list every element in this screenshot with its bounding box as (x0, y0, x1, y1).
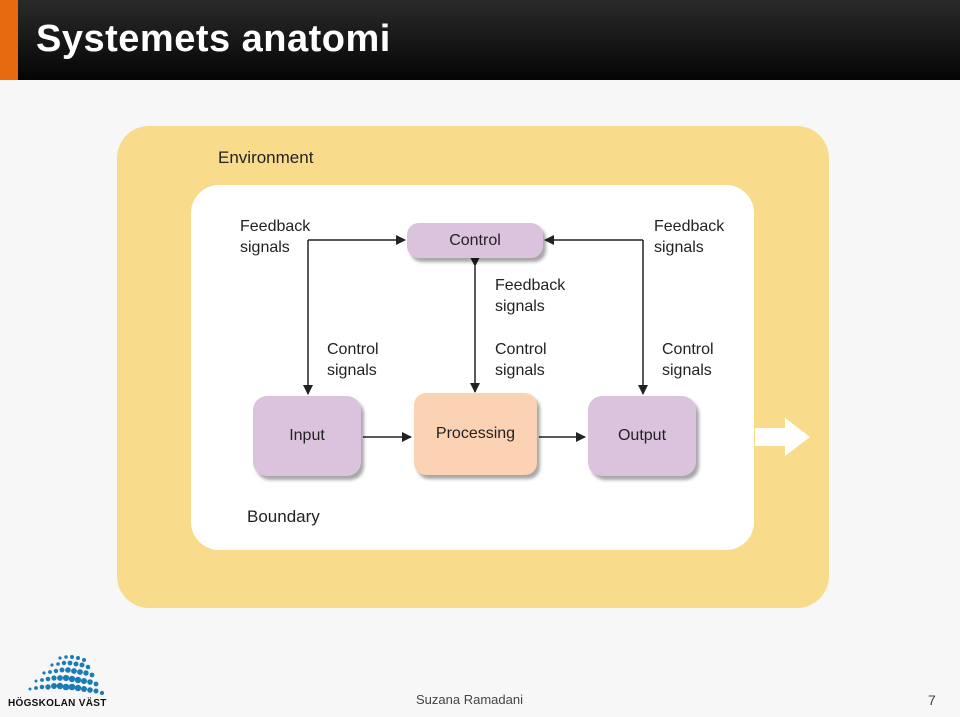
label-line: signals (662, 362, 712, 379)
label-line: Feedback (240, 218, 311, 235)
slide-header (0, 0, 960, 80)
label-line: signals (654, 239, 704, 256)
logo-text: HÖGSKOLAN VÄST (8, 698, 107, 709)
boundary-label: Boundary (247, 507, 320, 526)
feedback-signals-left-label: Feedback signals (240, 216, 310, 258)
processing-node: Processing (414, 393, 537, 475)
control-signals-center-label: Control signals (495, 339, 547, 381)
label-line: signals (495, 362, 545, 379)
control-signals-right-label: Control signals (662, 339, 714, 381)
label-line: Feedback (495, 277, 566, 294)
feedback-signals-center-label: Feedback signals (495, 275, 565, 317)
label-line: signals (240, 239, 290, 256)
environment-label: Environment (218, 148, 314, 167)
environment-input-arrow (193, 418, 243, 456)
output-node: Output (588, 396, 696, 476)
control-signals-left-label: Control signals (327, 339, 379, 381)
label-line: Feedback (654, 218, 725, 235)
logo-icon (28, 655, 105, 696)
label-line: Control (662, 341, 714, 358)
control-node: Control (407, 223, 543, 258)
feedback-signals-right-label: Feedback signals (654, 216, 724, 258)
slide-title: Systemets anatomi (36, 18, 391, 60)
environment-output-arrow (755, 418, 810, 456)
label-line: signals (327, 362, 377, 379)
label-line: signals (495, 298, 545, 315)
label-line: Control (327, 341, 379, 358)
page-number: 7 (928, 692, 936, 708)
university-logo: HÖGSKOLAN VÄST (8, 652, 120, 712)
header-accent-bar (0, 0, 18, 80)
footer-author: Suzana Ramadani (416, 692, 523, 707)
input-node: Input (253, 396, 361, 476)
label-line: Control (495, 341, 547, 358)
